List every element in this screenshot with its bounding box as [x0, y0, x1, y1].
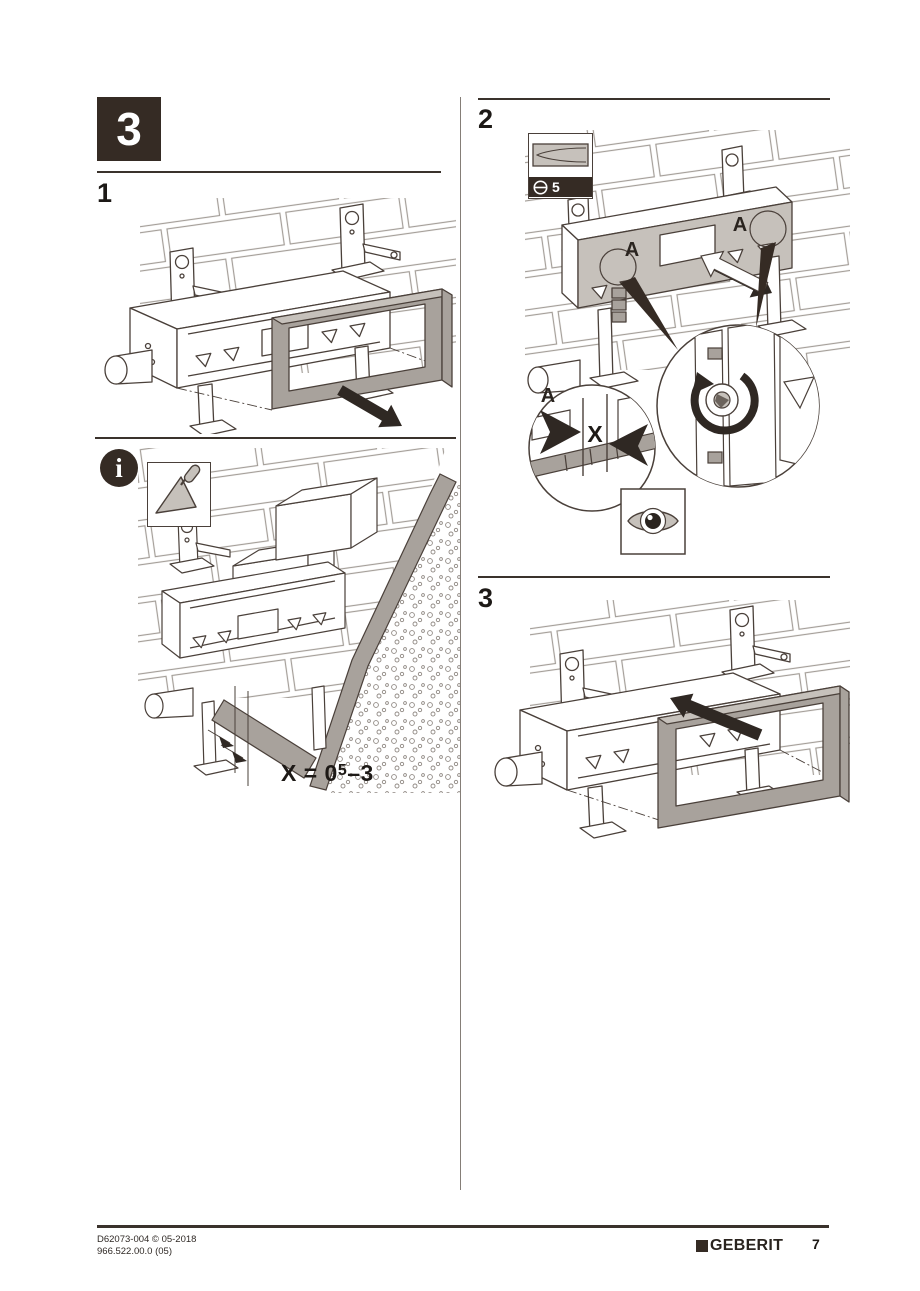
pipe-stub — [494, 751, 543, 787]
tool-callout-box: 5 — [528, 133, 593, 199]
figure-info-mortar — [138, 448, 460, 793]
leader-wedge-2 — [756, 242, 776, 328]
insertion-arrow-icon — [670, 693, 763, 741]
trowel-icon — [155, 464, 201, 514]
eye-callout-box — [620, 488, 686, 555]
footer-rule — [97, 1225, 829, 1228]
trowel-callout-box — [147, 462, 211, 527]
screwdriver-size-badge: 5 — [529, 177, 592, 197]
compress-arrow-right — [609, 424, 648, 466]
screwdriver-icon — [529, 134, 592, 177]
triangle-marks — [195, 322, 366, 368]
rule-right-top — [478, 98, 830, 100]
detail-label-a3: A — [541, 385, 555, 407]
rule-left-top — [97, 171, 441, 173]
triangle-marks — [585, 726, 744, 770]
footer-document-info: D62073-004 © 05-2018 966.522.00.0 (05) — [97, 1234, 196, 1258]
brand-logo-text: GEBERIT — [710, 1237, 784, 1254]
rotate-arrow-icon — [690, 372, 759, 435]
figure-step-2: A A — [525, 130, 850, 555]
slotted-screw-icon — [533, 180, 548, 194]
mortar-bed-band — [211, 699, 317, 779]
pipe-stub — [527, 359, 581, 394]
page-number: 7 — [812, 1236, 820, 1252]
tool-size: 5 — [552, 179, 560, 195]
column-divider — [460, 97, 461, 1190]
removal-arrow-icon — [337, 385, 402, 428]
detail-label-a2: A — [733, 214, 747, 236]
eye-icon — [627, 507, 679, 535]
detail-marker-circle-a1 — [599, 248, 637, 286]
brand-logo: GEBERIT — [696, 1237, 783, 1255]
compress-arrow-left — [540, 410, 581, 454]
pipe-stub — [104, 349, 153, 385]
mounting-frame-unit — [144, 514, 346, 776]
leader-wedge-1 — [620, 277, 678, 350]
detail-label-a1: A — [625, 239, 639, 261]
chapter-number: 3 — [116, 103, 142, 155]
step-2-heading: 2 — [478, 104, 494, 134]
figure-step-1 — [104, 198, 456, 434]
dimension-leaders — [207, 686, 249, 786]
mortar-texture — [324, 482, 460, 793]
magnifier-gap-detail: X — [528, 384, 656, 512]
mortar-edge-band — [309, 473, 457, 791]
gap-label-x: X — [587, 421, 603, 447]
protection-frame — [271, 288, 453, 410]
footer-doc-number: D62073-004 © 05-2018 — [97, 1234, 197, 1245]
pipe-stub — [144, 687, 194, 719]
chapter-number-box: 3 — [97, 97, 161, 161]
info-icon: i — [100, 449, 138, 487]
rule-right-mid — [478, 576, 830, 578]
magnifier-rotation-detail — [656, 324, 820, 488]
figure-step-3 — [494, 600, 850, 839]
brand-logo-square — [696, 1240, 708, 1252]
step-1-heading: 1 — [97, 178, 113, 208]
dimension-label: X = 05–3 — [281, 760, 374, 786]
step-3-heading: 3 — [478, 583, 494, 613]
footer-article-number: 966.522.00.0 (05) — [97, 1246, 173, 1257]
rule-left-mid — [95, 437, 456, 439]
